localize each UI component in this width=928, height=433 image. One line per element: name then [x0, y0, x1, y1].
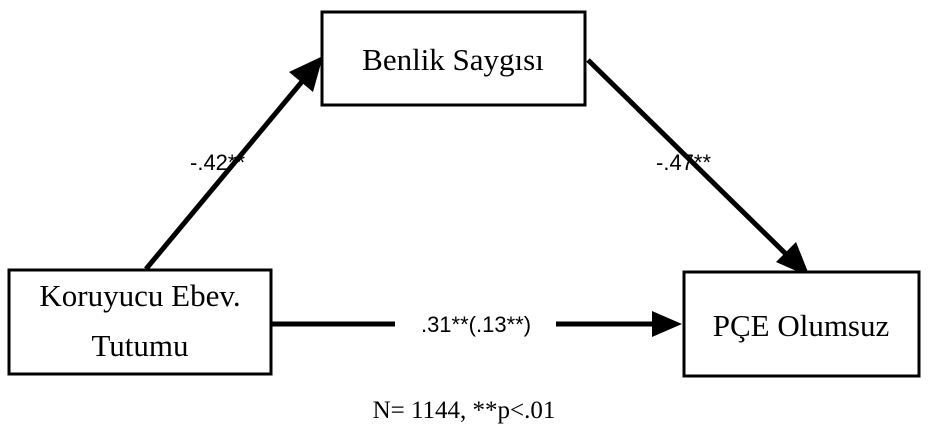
- arrow-mediator-to-outcome: [586, 58, 810, 277]
- mediator-label: Benlik Saygısı: [362, 42, 544, 77]
- arrow-a-head: [289, 56, 323, 92]
- arrow-predictor-to-outcome: [272, 311, 682, 337]
- path-c-coefficient: .31**(.13**): [421, 312, 531, 337]
- arrow-b-head: [776, 242, 810, 277]
- outcome-label: PÇE Olumsuz: [713, 308, 890, 343]
- path-a-coefficient: -.42**: [190, 150, 245, 175]
- predictor-label-line2: Tutumu: [91, 328, 188, 363]
- arrow-predictor-to-mediator: [144, 56, 323, 271]
- sample-size-footnote: N= 1144, **p<.01: [372, 397, 556, 424]
- outcome-box: PÇE Olumsuz: [682, 270, 921, 378]
- arrow-c-head: [652, 311, 682, 337]
- predictor-label-line1: Koruyucu Ebev.: [39, 278, 240, 313]
- path-b-coefficient: -.47**: [656, 150, 711, 175]
- mediator-box: Benlik Saygısı: [320, 10, 587, 107]
- predictor-box: Koruyucu Ebev. Tutumu: [7, 268, 273, 376]
- arrow-b-line: [586, 58, 792, 260]
- arrow-a-line: [144, 76, 307, 271]
